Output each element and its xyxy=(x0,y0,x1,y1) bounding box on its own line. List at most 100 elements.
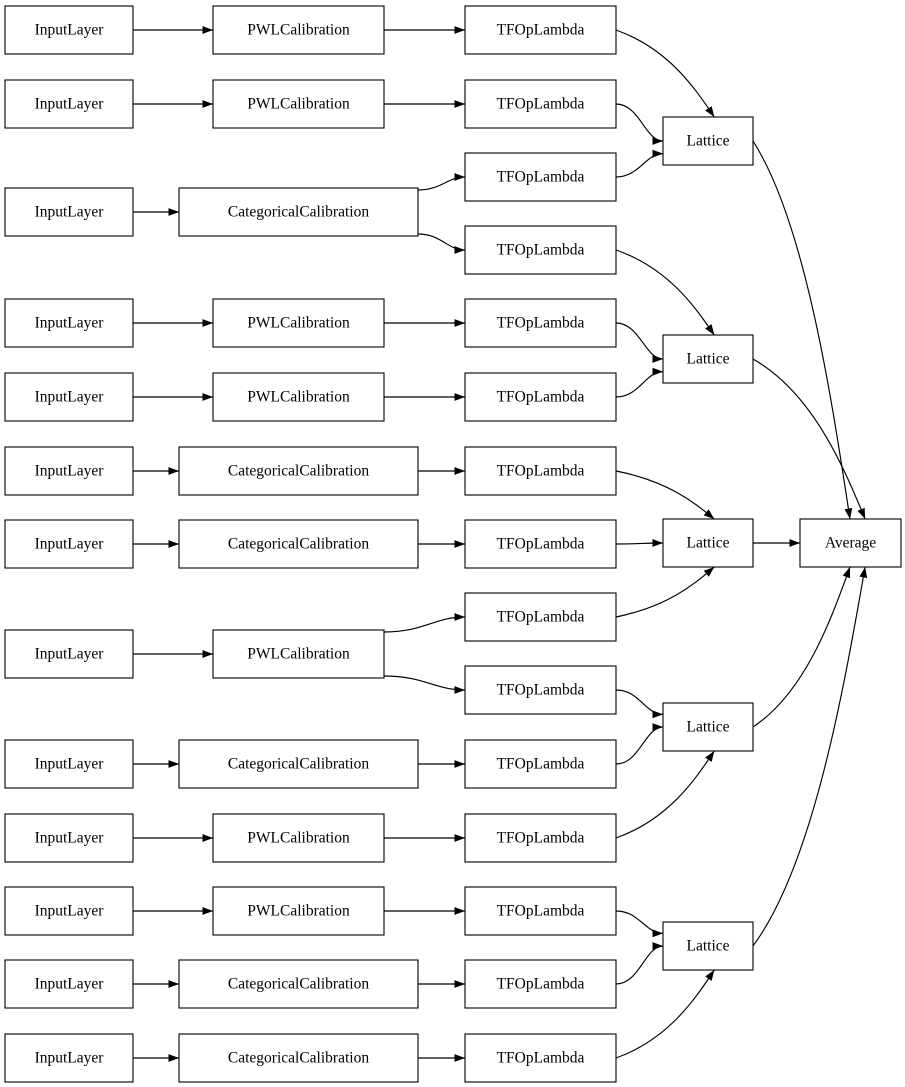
node-box[interactable] xyxy=(212,79,385,129)
node-box[interactable] xyxy=(212,298,385,348)
node-box[interactable] xyxy=(464,813,617,863)
node-box[interactable] xyxy=(178,519,419,569)
node-lattice-lat3[interactable]: Lattice xyxy=(662,518,754,568)
edge-arrowhead xyxy=(703,509,715,519)
node-tfop-lambda-tfl13[interactable]: TFOpLambda xyxy=(464,886,617,936)
node-tfop-lambda-tfl14[interactable]: TFOpLambda xyxy=(464,959,617,1009)
node-box[interactable] xyxy=(4,886,134,936)
node-tfop-lambda-tfl5[interactable]: TFOpLambda xyxy=(464,298,617,348)
node-tfop-lambda-tfl10[interactable]: TFOpLambda xyxy=(464,665,617,715)
node-input-layer-in5[interactable]: InputLayer xyxy=(4,372,134,422)
node-box[interactable] xyxy=(212,372,385,422)
node-box[interactable] xyxy=(799,518,902,568)
node-box[interactable] xyxy=(178,959,419,1009)
node-average-avg[interactable]: Average xyxy=(799,518,902,568)
node-box[interactable] xyxy=(464,959,617,1009)
node-box[interactable] xyxy=(464,446,617,496)
node-lattice-lat2[interactable]: Lattice xyxy=(662,334,754,384)
node-pwlcalibration-cal1[interactable]: PWLCalibration xyxy=(212,5,385,55)
node-box[interactable] xyxy=(464,739,617,789)
edge-arrowhead xyxy=(454,100,465,108)
node-box[interactable] xyxy=(178,739,419,789)
node-tfop-lambda-tfl4[interactable]: TFOpLambda xyxy=(464,225,617,275)
node-pwlcalibration-cal8[interactable]: PWLCalibration xyxy=(212,629,385,679)
node-categorical-calibration-cal6[interactable]: CategoricalCalibration xyxy=(178,446,419,496)
node-tfop-lambda-tfl6[interactable]: TFOpLambda xyxy=(464,372,617,422)
node-box[interactable] xyxy=(464,79,617,129)
node-box[interactable] xyxy=(4,959,134,1009)
node-box[interactable] xyxy=(4,372,134,422)
node-input-layer-in11[interactable]: InputLayer xyxy=(4,886,134,936)
node-box[interactable] xyxy=(4,739,134,789)
node-input-layer-in7[interactable]: InputLayer xyxy=(4,519,134,569)
node-pwlcalibration-cal10[interactable]: PWLCalibration xyxy=(212,813,385,863)
node-box[interactable] xyxy=(662,518,754,568)
node-categorical-calibration-cal7[interactable]: CategoricalCalibration xyxy=(178,519,419,569)
node-categorical-calibration-cal13[interactable]: CategoricalCalibration xyxy=(178,1033,419,1083)
node-input-layer-in10[interactable]: InputLayer xyxy=(4,813,134,863)
node-box[interactable] xyxy=(212,813,385,863)
node-box[interactable] xyxy=(662,116,754,166)
node-tfop-lambda-tfl1[interactable]: TFOpLambda xyxy=(464,5,617,55)
node-box[interactable] xyxy=(212,5,385,55)
node-box[interactable] xyxy=(4,5,134,55)
node-lattice-lat1[interactable]: Lattice xyxy=(662,116,754,166)
node-categorical-calibration-cal3[interactable]: CategoricalCalibration xyxy=(178,187,419,237)
node-input-layer-in6[interactable]: InputLayer xyxy=(4,446,134,496)
node-input-layer-in9[interactable]: InputLayer xyxy=(4,739,134,789)
node-input-layer-in4[interactable]: InputLayer xyxy=(4,298,134,348)
node-pwlcalibration-cal4[interactable]: PWLCalibration xyxy=(212,298,385,348)
node-box[interactable] xyxy=(4,446,134,496)
node-pwlcalibration-cal5[interactable]: PWLCalibration xyxy=(212,372,385,422)
node-lattice-lat4[interactable]: Lattice xyxy=(662,702,754,752)
node-box[interactable] xyxy=(464,298,617,348)
node-box[interactable] xyxy=(4,519,134,569)
node-input-layer-in2[interactable]: InputLayer xyxy=(4,79,134,129)
node-box[interactable] xyxy=(662,702,754,752)
node-box[interactable] xyxy=(178,1033,419,1083)
node-box[interactable] xyxy=(178,446,419,496)
node-box[interactable] xyxy=(4,298,134,348)
node-box[interactable] xyxy=(4,813,134,863)
node-lattice-lat5[interactable]: Lattice xyxy=(662,921,754,971)
edge-lat4-to-avg xyxy=(752,566,851,728)
node-tfop-lambda-tfl2[interactable]: TFOpLambda xyxy=(464,79,617,129)
node-tfop-lambda-tfl11[interactable]: TFOpLambda xyxy=(464,739,617,789)
node-box[interactable] xyxy=(4,79,134,129)
node-box[interactable] xyxy=(464,592,617,642)
edge-arrowhead xyxy=(454,1054,465,1062)
node-tfop-lambda-tfl9[interactable]: TFOpLambda xyxy=(464,592,617,642)
node-pwlcalibration-cal2[interactable]: PWLCalibration xyxy=(212,79,385,129)
node-tfop-lambda-tfl12[interactable]: TFOpLambda xyxy=(464,813,617,863)
edge-arrowhead xyxy=(705,106,715,117)
node-box[interactable] xyxy=(178,187,419,237)
node-input-layer-in13[interactable]: InputLayer xyxy=(4,1033,134,1083)
node-tfop-lambda-tfl7[interactable]: TFOpLambda xyxy=(464,446,617,496)
node-input-layer-in8[interactable]: InputLayer xyxy=(4,629,134,679)
node-input-layer-in3[interactable]: InputLayer xyxy=(4,187,134,237)
node-box[interactable] xyxy=(662,921,754,971)
node-box[interactable] xyxy=(4,629,134,679)
node-box[interactable] xyxy=(464,886,617,936)
node-box[interactable] xyxy=(212,629,385,679)
node-box[interactable] xyxy=(464,1033,617,1083)
node-tfop-lambda-tfl8[interactable]: TFOpLambda xyxy=(464,519,617,569)
node-categorical-calibration-cal12[interactable]: CategoricalCalibration xyxy=(178,959,419,1009)
node-box[interactable] xyxy=(464,225,617,275)
node-tfop-lambda-tfl3[interactable]: TFOpLambda xyxy=(464,152,617,202)
node-box[interactable] xyxy=(464,152,617,202)
node-box[interactable] xyxy=(662,334,754,384)
node-box[interactable] xyxy=(464,665,617,715)
node-input-layer-in1[interactable]: InputLayer xyxy=(4,5,134,55)
node-pwlcalibration-cal11[interactable]: PWLCalibration xyxy=(212,886,385,936)
node-box[interactable] xyxy=(212,886,385,936)
node-box[interactable] xyxy=(464,519,617,569)
node-input-layer-in12[interactable]: InputLayer xyxy=(4,959,134,1009)
edge-tfl1-to-lat1 xyxy=(615,29,715,118)
node-box[interactable] xyxy=(464,372,617,422)
node-categorical-calibration-cal9[interactable]: CategoricalCalibration xyxy=(178,739,419,789)
node-tfop-lambda-tfl15[interactable]: TFOpLambda xyxy=(464,1033,617,1083)
node-box[interactable] xyxy=(464,5,617,55)
node-box[interactable] xyxy=(4,1033,134,1083)
node-box[interactable] xyxy=(4,187,134,237)
